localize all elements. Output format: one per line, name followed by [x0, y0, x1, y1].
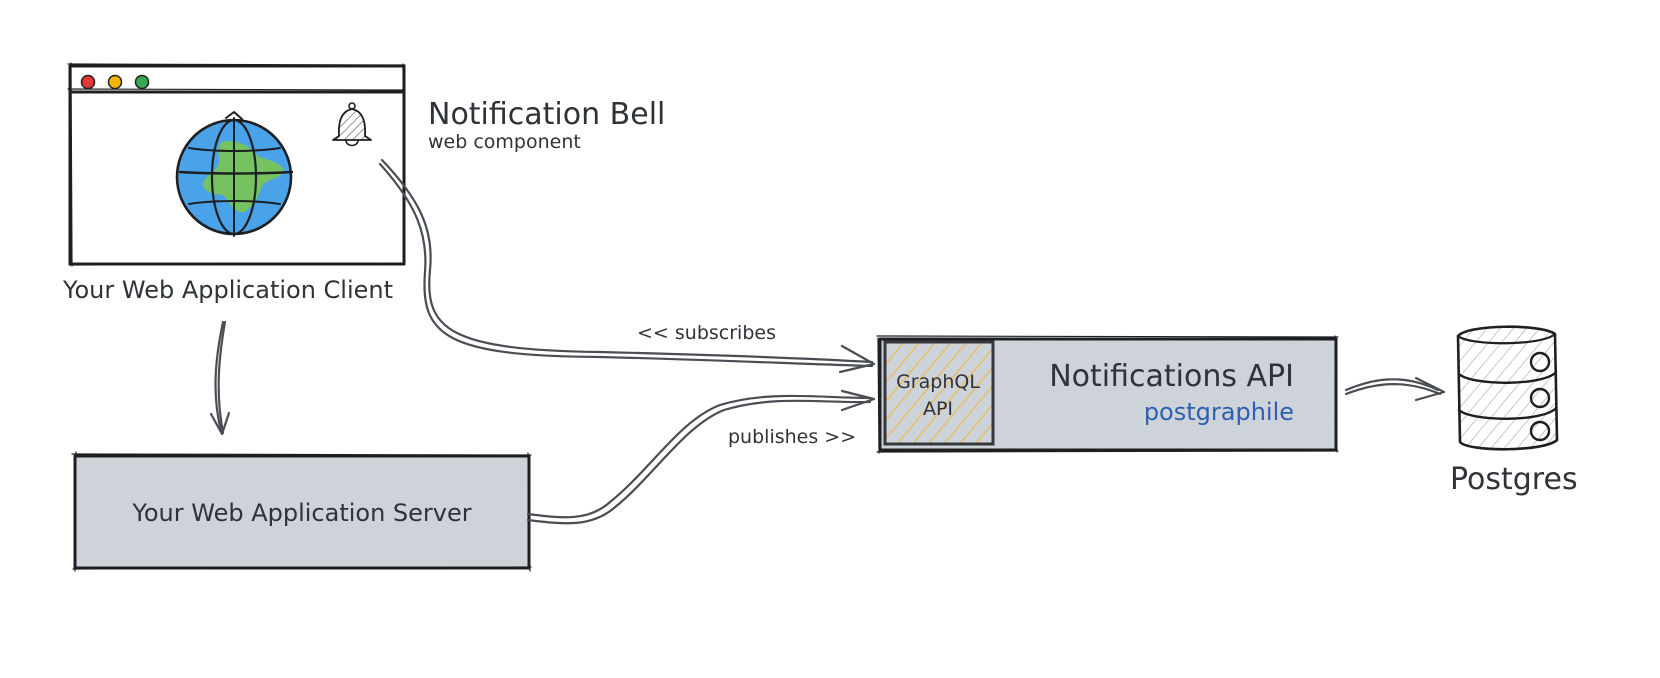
window-maximize-dot	[134, 74, 150, 90]
subscribes-label: << subscribes	[637, 322, 776, 344]
arrow-api-to-postgres	[1344, 376, 1446, 402]
postgres-database-icon	[1456, 325, 1559, 451]
globe-icon	[175, 111, 294, 237]
bell-subtitle: web component	[428, 131, 581, 153]
api-title: Notifications API	[1049, 359, 1294, 394]
graphql-label-line1: GraphQL	[896, 371, 980, 393]
client-label: Your Web Application Client	[62, 276, 393, 304]
window-close-dot	[80, 74, 96, 90]
server-label: Your Web Application Server	[131, 499, 471, 527]
web-client-window	[67, 62, 406, 267]
bell-title: Notification Bell	[428, 97, 665, 132]
web-server-box	[71, 451, 532, 572]
notifications-api-box	[876, 335, 1339, 454]
postgres-label: Postgres	[1450, 462, 1578, 497]
api-subtitle: postgraphile	[1144, 398, 1294, 426]
graphql-label-line2: API	[923, 398, 953, 420]
arrow-server-publishes-api	[526, 389, 876, 525]
notification-bell-icon	[332, 102, 372, 147]
window-minimize-dot	[107, 74, 123, 90]
arrow-client-to-server	[209, 320, 231, 436]
graphql-api-block	[883, 340, 995, 446]
arrow-bell-subscribes-api	[378, 158, 876, 374]
publishes-label: publishes >>	[728, 426, 856, 448]
